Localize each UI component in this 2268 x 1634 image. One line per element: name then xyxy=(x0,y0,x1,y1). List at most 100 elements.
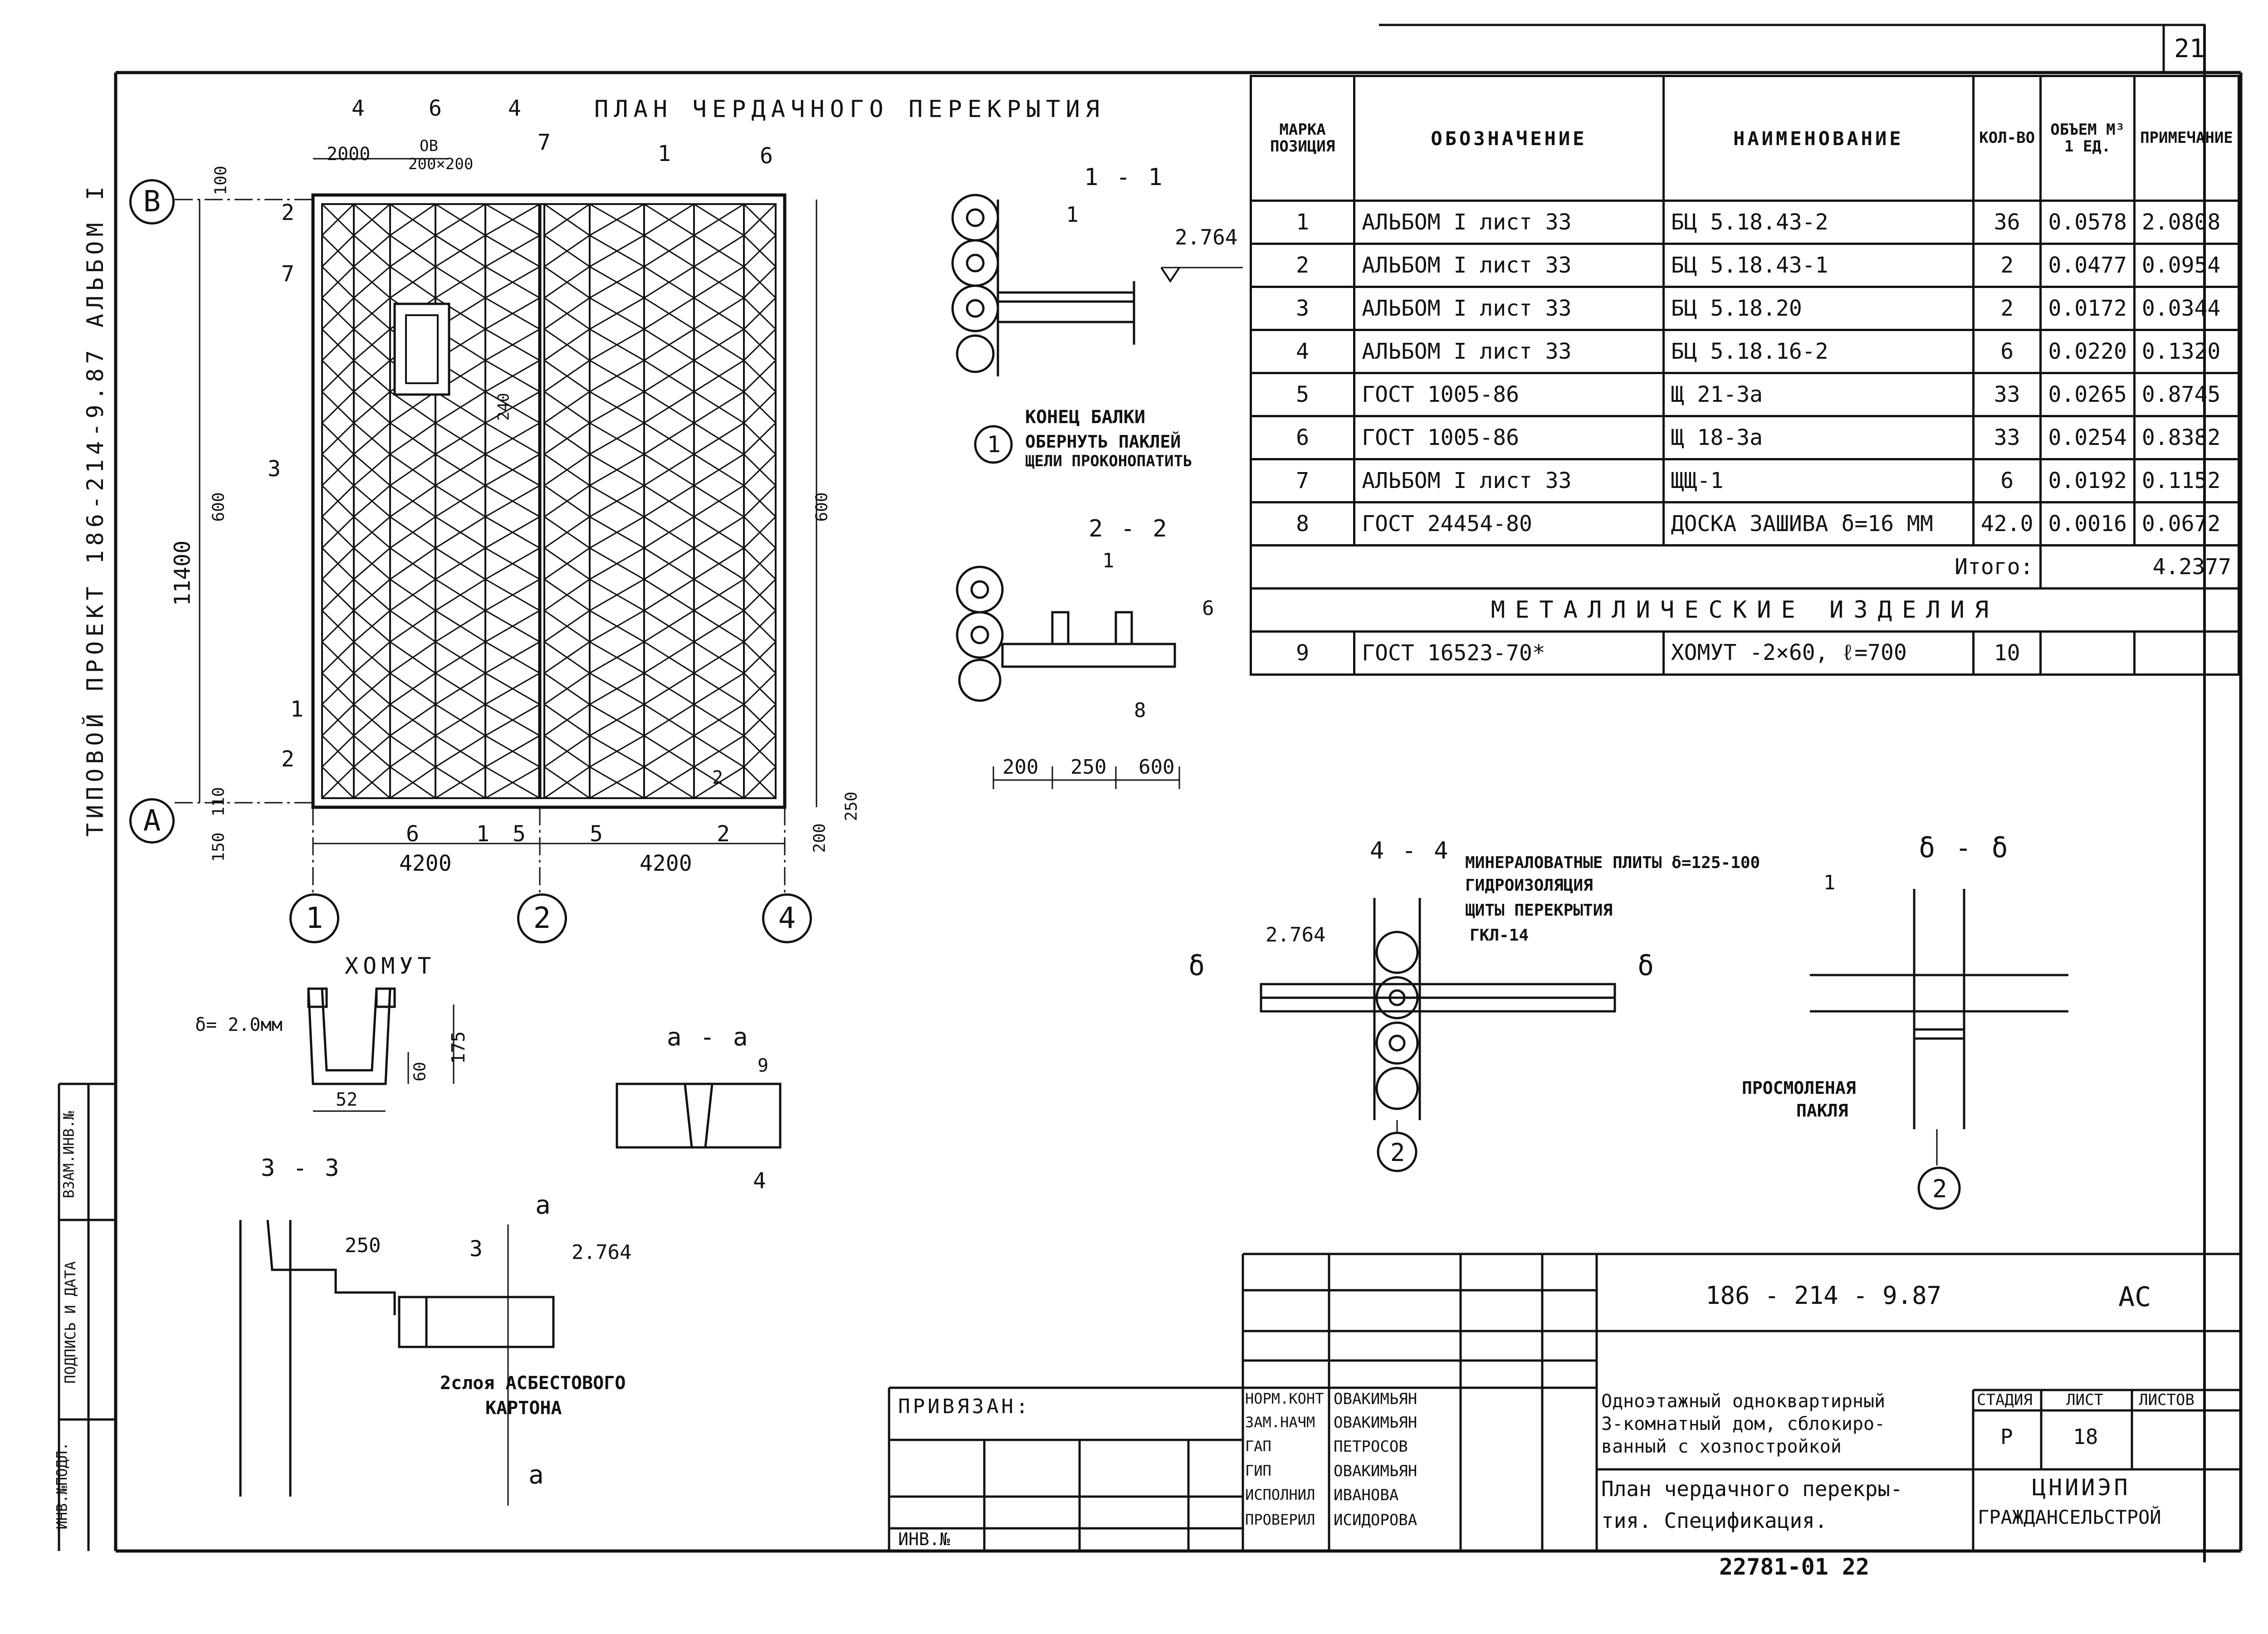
section-1-1-title: 1 - 1 xyxy=(1084,164,1164,191)
bracing-line xyxy=(390,735,436,768)
bracing-line xyxy=(485,203,540,236)
section-3-3-cut-bottom: а xyxy=(528,1460,544,1490)
spec-cell: БЦ 5.18.43-2 xyxy=(1662,200,1975,245)
spec-cell: АЛЬБОМ I лист 33 xyxy=(1353,329,1665,374)
spec-cell: 1 xyxy=(1249,200,1356,245)
bracing-line xyxy=(743,641,777,674)
spec-cell: 0.0954 xyxy=(2133,243,2240,288)
col-header-note: ПРИМЕЧАНИЕ xyxy=(2133,75,2240,202)
bracing-line xyxy=(435,672,486,705)
metal-cell xyxy=(2133,630,2240,676)
section-4-4-axis: 2 xyxy=(1390,1138,1405,1167)
bracing-line xyxy=(321,422,355,455)
section-3-3-note: 2слоя АСБЕСТОВОГО xyxy=(440,1373,626,1394)
bracing-line xyxy=(544,422,590,455)
spec-cell: 33 xyxy=(1972,415,2042,460)
bracing-line xyxy=(390,203,436,236)
sheet-title: тия. Спецификация. xyxy=(1601,1508,1828,1533)
bracing-line xyxy=(353,328,391,361)
bracing-line xyxy=(435,266,486,299)
col-header-designation: ОБОЗНАЧЕНИЕ xyxy=(1353,75,1665,202)
bracing-line xyxy=(544,234,590,268)
bracing-line xyxy=(485,266,540,299)
bracing-line xyxy=(544,454,590,486)
bracing-line xyxy=(390,516,436,549)
bracing-line xyxy=(353,766,391,799)
bracing-line xyxy=(321,735,355,768)
bracing-line xyxy=(694,610,744,643)
bracing-line xyxy=(321,203,355,236)
dim-bay-2: 4200 xyxy=(640,851,692,876)
section-4-4-title: 4 - 4 xyxy=(1370,837,1450,864)
bracing-line xyxy=(353,735,391,768)
dim-module-right: 600 xyxy=(812,492,831,522)
dim-top-offset: 2000 xyxy=(327,144,371,165)
bracing-line xyxy=(321,579,355,611)
bracing-line xyxy=(544,485,590,517)
object-description: ванный с хозпостройкой xyxy=(1601,1436,1842,1457)
spec-cell: 0.1152 xyxy=(2133,458,2240,503)
bracing-line xyxy=(485,735,540,768)
spec-cell: АЛЬБОМ I лист 33 xyxy=(1353,458,1665,503)
plan-mark: 7 xyxy=(281,261,294,287)
bracing-line xyxy=(589,297,645,330)
bracing-line xyxy=(353,234,391,268)
bracing-line xyxy=(390,766,436,799)
spec-cell: ГОСТ 1005-86 xyxy=(1353,415,1665,460)
spec-cell: ЩЩ-1 xyxy=(1662,458,1975,503)
dim-edge-150: 150 xyxy=(209,832,228,862)
bracing-line xyxy=(743,766,777,799)
section-2-2-dim: 200 xyxy=(1002,756,1039,779)
total-label: Итого: xyxy=(1249,544,2042,590)
section-3-3-cut-top: а xyxy=(535,1190,551,1220)
bracing-line xyxy=(485,360,540,392)
axis-b-label: В xyxy=(129,179,175,224)
bracing-line xyxy=(390,485,436,517)
bracing-line xyxy=(544,735,590,768)
spec-cell: 0.0672 xyxy=(2133,501,2240,546)
plan-mark: 6 xyxy=(429,96,442,121)
spec-cell: 0.0016 xyxy=(2039,501,2136,546)
bracing-line xyxy=(743,328,777,361)
bracing-line xyxy=(589,485,645,517)
spec-cell: 6 xyxy=(1972,329,2042,374)
spec-cell: Щ 18-3а xyxy=(1662,415,1975,460)
sheets-label: ЛИСТОВ xyxy=(2139,1391,2195,1409)
staff-name: ОВАКИМЬЯН xyxy=(1334,1390,1418,1408)
bracing-line xyxy=(644,328,694,361)
staff-name: ИСИДОРОВА xyxy=(1334,1511,1418,1529)
section-2-2-dim: 250 xyxy=(1070,756,1107,779)
bracing-line xyxy=(485,391,540,424)
spec-cell: 2 xyxy=(1972,286,2042,331)
bracing-line xyxy=(589,203,645,236)
bracing-line xyxy=(353,266,391,298)
bracing-line xyxy=(321,297,355,330)
bracing-line xyxy=(485,422,540,455)
bracing-line xyxy=(589,422,645,455)
dim-edge-200: 200 xyxy=(810,823,829,853)
bracing-line xyxy=(644,391,694,424)
plan-mark: 3 xyxy=(268,456,281,482)
spec-cell: БЦ 5.18.43-1 xyxy=(1662,243,1975,288)
clamp-dim: 175 xyxy=(448,1031,469,1064)
staff-role: ГАП xyxy=(1245,1438,1271,1455)
bracing-line xyxy=(589,766,645,799)
section-1-1-level: 2.764 xyxy=(1175,225,1238,249)
staff-role: ИСПОЛНИЛ xyxy=(1245,1486,1315,1503)
bracing-line xyxy=(544,328,590,361)
bracing-line xyxy=(321,516,355,549)
dim-module: 600 xyxy=(209,492,228,522)
plan-mark: 1 xyxy=(476,821,489,847)
bracing-line xyxy=(644,547,694,580)
binding-cell-replace: ВЗАМ.ИНВ.№ xyxy=(60,1111,78,1199)
bracing-line xyxy=(485,454,540,486)
spec-cell: 2 xyxy=(1972,243,2042,288)
section-2-2-title: 2 - 2 xyxy=(1089,515,1169,542)
plan-mark: 2 xyxy=(712,767,723,788)
bracing-line xyxy=(485,547,540,580)
spec-cell: 0.0172 xyxy=(2039,286,2136,331)
spec-cell: БЦ 5.18.16-2 xyxy=(1662,329,1975,374)
